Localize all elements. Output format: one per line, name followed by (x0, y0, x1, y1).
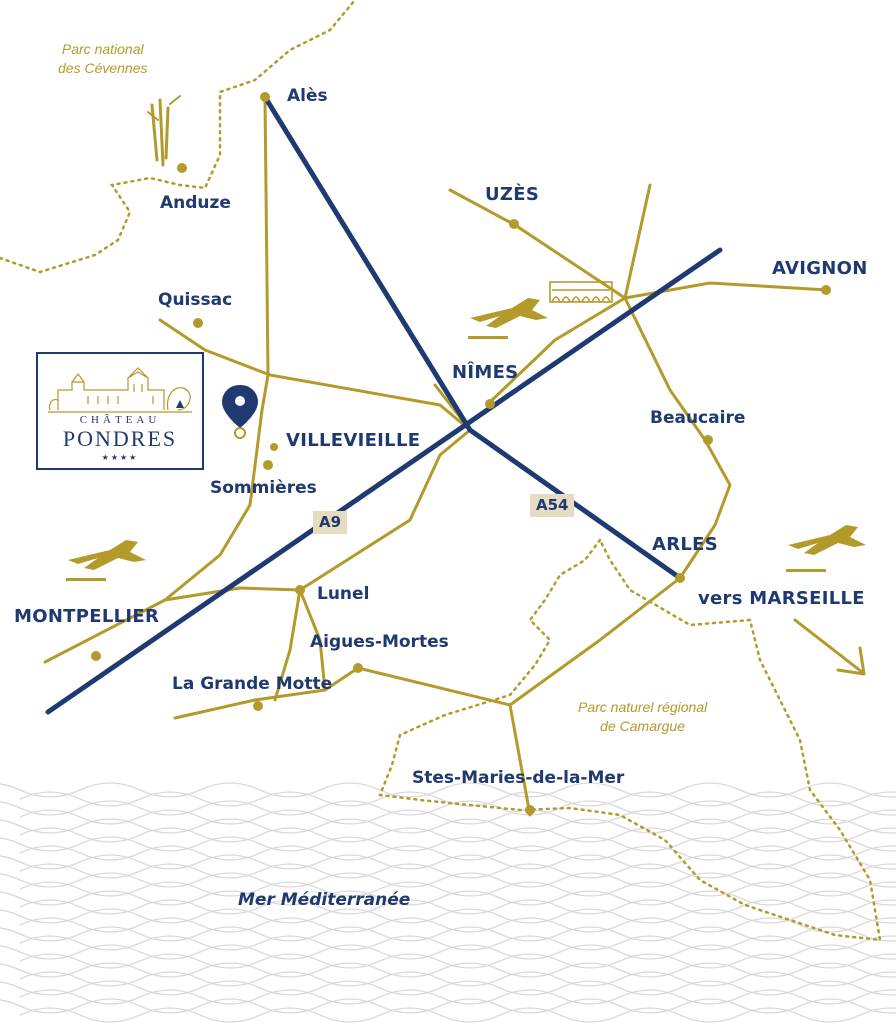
label-marseille: vers MARSEILLE (698, 588, 865, 609)
dot-ales (260, 92, 270, 102)
sea-wave (19, 989, 896, 1005)
label-beaucaire: Beaucaire (650, 408, 746, 428)
sea-wave (0, 836, 896, 852)
cevennes-label-line1: Parc national (61, 41, 144, 57)
dot-stes-maries (525, 805, 535, 815)
location-pin-icon (222, 385, 258, 439)
logo-top-text: CHÂTEAU (79, 414, 161, 426)
dot-grande-motte (253, 701, 263, 711)
label-anduze: Anduze (160, 193, 231, 213)
label-avignon: AVIGNON (772, 258, 868, 279)
sea-wave (19, 881, 896, 897)
airplane-icon-marseille (786, 525, 866, 572)
sea-wave (0, 908, 896, 924)
sea-wave (19, 863, 896, 879)
sea-wave (0, 782, 896, 798)
sea-wave (19, 917, 896, 933)
sea-label: Mer Méditerranée (238, 890, 411, 910)
dot-lunel (295, 585, 305, 595)
camargue-label-line1: Parc naturel régional (578, 699, 708, 715)
sea-wave (19, 1007, 896, 1023)
label-lunel: Lunel (317, 584, 370, 604)
dot-sommieres (263, 460, 273, 470)
label-aigues-mortes: Aigues-Mortes (310, 632, 449, 652)
sea-wave (19, 935, 896, 951)
dot-nimes (485, 399, 495, 409)
dot-montpellier (91, 651, 101, 661)
label-quissac: Quissac (158, 290, 233, 310)
dot-arles (675, 573, 685, 583)
label-ales: Alès (287, 86, 328, 106)
label-stes-maries: Stes-Maries-de-la-Mer (412, 768, 625, 788)
label-uzes: UZÈS (485, 184, 540, 205)
castle-icon (48, 367, 192, 413)
label-nimes: NÎMES (452, 362, 519, 383)
aqueduct-icon (549, 281, 613, 303)
sea-wave (0, 926, 896, 942)
road-badge-a54: A54 (530, 494, 575, 517)
label-sommieres: Sommières (210, 478, 317, 498)
dot-quissac (193, 318, 203, 328)
dot-beaucaire (703, 435, 713, 445)
sea-wave (0, 890, 896, 906)
cevennes-boundary (0, 0, 357, 274)
dot-villevieille (270, 443, 278, 451)
sea-wave (19, 845, 896, 861)
camargue-label-line2: de Camargue (600, 717, 685, 734)
label-villevieille: VILLEVIEILLE (286, 430, 421, 451)
motorway-a9 (45, 247, 723, 715)
motorways (45, 94, 723, 715)
sea-wave (0, 944, 896, 960)
sea-wave (0, 962, 896, 978)
airplane-icon-montpellier (66, 540, 146, 581)
sea-wave (0, 854, 896, 870)
bamboo-icon (147, 95, 181, 167)
logo-name: PONDRES (62, 426, 178, 451)
dot-uzes (509, 219, 519, 229)
camargue-label: Parc naturel régional de Camargue (578, 698, 707, 736)
sea-wave (19, 827, 896, 843)
sea-waves (0, 782, 896, 1023)
town-dots (91, 92, 831, 815)
sea-wave (0, 872, 896, 888)
sea-wave (0, 998, 896, 1014)
cevennes-label: Parc national des Cévennes (58, 40, 148, 78)
label-montpellier: MONTPELLIER (14, 606, 160, 627)
sea-wave (19, 899, 896, 915)
airplane-icon-nimes (468, 298, 548, 339)
dot-anduze (177, 163, 187, 173)
arrow-icon (793, 618, 866, 676)
road-badge-a9: A9 (313, 511, 348, 534)
label-arles: ARLES (652, 534, 719, 555)
sea-wave (19, 791, 896, 807)
sea-wave (19, 809, 896, 825)
sea-wave (0, 980, 896, 996)
sea-wave (0, 818, 896, 834)
motorway-a54 (467, 427, 683, 581)
label-grande-motte: La Grande Motte (172, 674, 333, 694)
camargue-boundary (378, 537, 882, 942)
sea-wave (19, 971, 896, 987)
dot-aigues-mortes (353, 663, 363, 673)
cevennes-label-line2: des Cévennes (58, 59, 148, 76)
logo-stars: ★★★★ (101, 453, 139, 462)
sea-wave (19, 953, 896, 969)
motorway-ales-arles (262, 94, 473, 433)
park-boundaries (0, 0, 882, 942)
chateau-logo: CHÂTEAU PONDRES ★★★★ (36, 352, 204, 470)
dot-avignon (821, 285, 831, 295)
